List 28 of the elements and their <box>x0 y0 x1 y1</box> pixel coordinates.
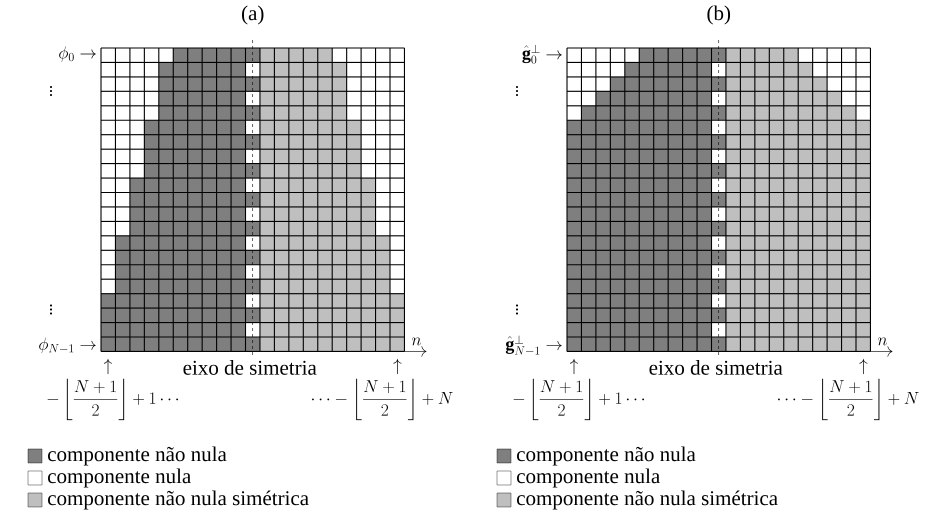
ellipsis: $\vdots$ <box>50 86 52 96</box>
legend-text: componente nula <box>48 468 191 488</box>
panel-label: (a) <box>242 5 264 25</box>
legend-text: componente não nula <box>517 446 696 466</box>
row-label: $\phi_{N-1} \rightarrow$ <box>39 338 96 354</box>
ellipsis: $\vdots$ <box>516 86 518 96</box>
axis-caption: eixo de simetria <box>183 360 317 375</box>
axis-label: $n$ <box>878 338 887 346</box>
index-arrow: $\uparrow$ <box>104 358 112 374</box>
index-formula: $\cdots-\left\lfloor\frac{N+1}{2}\right\rfloor+N$ <box>312 378 453 420</box>
legend-text: componente não nula simétrica <box>48 490 309 510</box>
axis-label: $n$ <box>412 338 421 346</box>
row-label: $\hat{\mathbf{g}}_0^{\perp} \rightarrow$ <box>522 44 562 64</box>
ellipsis: $\vdots$ <box>516 304 518 314</box>
panel-label: (b) <box>707 5 730 25</box>
row-label: $\phi_0 \rightarrow$ <box>59 46 96 62</box>
legend-text: componente não nula simétrica <box>517 490 778 510</box>
axis-caption: eixo de simetria <box>649 360 783 375</box>
legend-text: componente nula <box>517 468 660 488</box>
legend-text: componente não nula <box>48 446 227 466</box>
row-label: $\hat{\mathbf{g}}_{N-1}^{\perp} \rightarrow$ <box>506 336 562 355</box>
index-formula: $\cdots-\left\lfloor\frac{N+1}{2}\right\rfloor+N$ <box>778 378 919 420</box>
ellipsis: $\vdots$ <box>50 304 52 314</box>
index-formula: $-\left\lfloor\frac{N+1}{2}\right\rfloor+1\cdots$ <box>514 378 644 420</box>
index-arrow: $\uparrow$ <box>393 358 402 374</box>
index-arrow: $\uparrow$ <box>859 358 868 374</box>
index-formula: $-\left\lfloor\frac{N+1}{2}\right\rfloor+1\cdots$ <box>48 378 178 420</box>
index-arrow: $\uparrow$ <box>570 358 578 374</box>
